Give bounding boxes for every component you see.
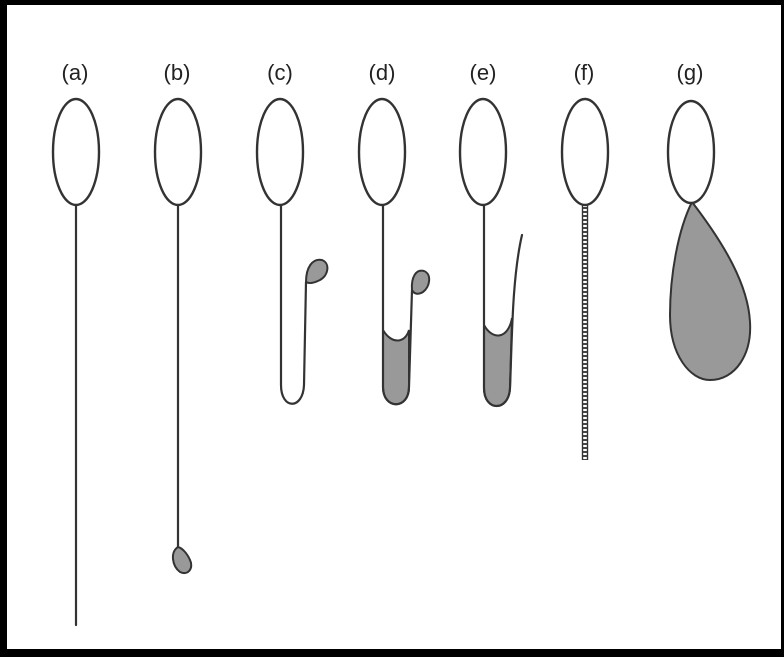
shaded-drop — [173, 547, 191, 573]
loop-head — [53, 99, 99, 205]
label-a: (a) — [62, 60, 89, 85]
label-g: (g) — [677, 60, 704, 85]
stage-e: (e) — [460, 60, 522, 406]
loop-head — [668, 101, 714, 203]
stage-c: (c) — [257, 60, 327, 404]
loop-head — [460, 99, 506, 205]
shaded-fill — [383, 330, 409, 404]
loop-head — [155, 99, 201, 205]
stage-g: (g) — [668, 60, 750, 380]
label-b: (b) — [164, 60, 191, 85]
label-f: (f) — [574, 60, 595, 85]
shaded-fill — [484, 318, 512, 406]
loop-head — [359, 99, 405, 205]
loop-head — [257, 99, 303, 205]
stage-b: (b) — [155, 60, 201, 573]
shaded-teardrop — [670, 202, 750, 380]
stage-d: (d) — [359, 60, 429, 404]
label-c: (c) — [267, 60, 293, 85]
shaded-knob — [306, 260, 327, 283]
loop-head — [562, 99, 608, 205]
shaded-knob — [412, 271, 429, 294]
label-d: (d) — [369, 60, 396, 85]
u-tail — [281, 205, 306, 404]
stage-a: (a) — [53, 60, 99, 625]
stage-f: (f) — [562, 60, 608, 460]
label-e: (e) — [470, 60, 497, 85]
